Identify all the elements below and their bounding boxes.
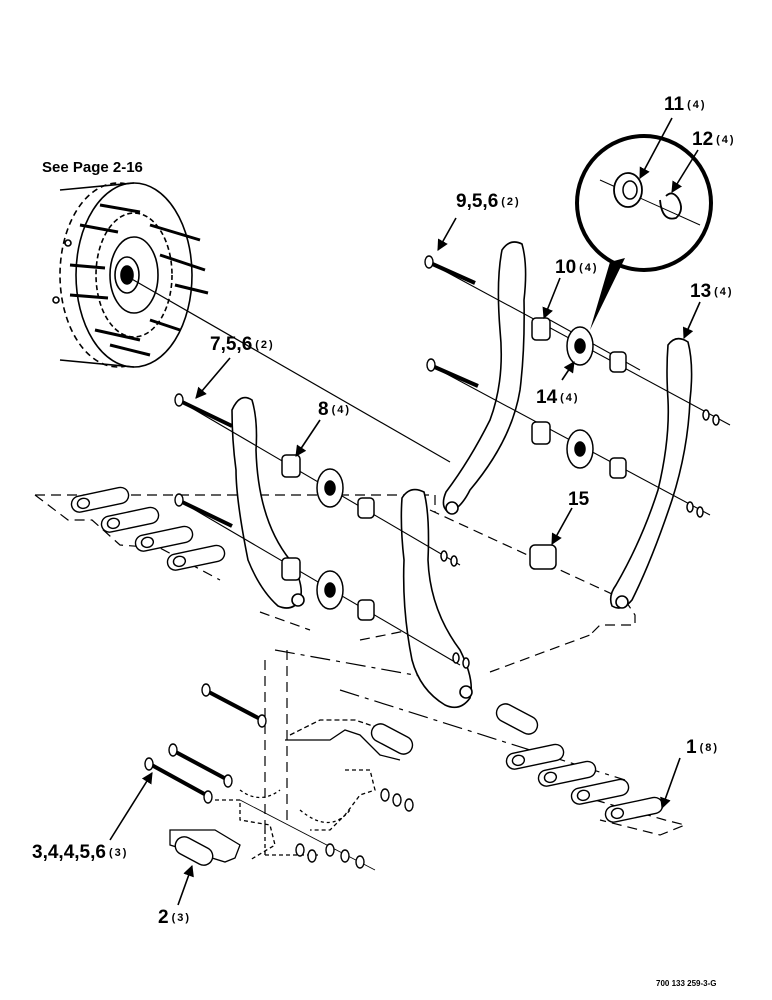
callout-8-qty: (4) [331,404,352,416]
figure-id: 700 133 259-3-G [656,979,717,988]
callout-15: 15 [568,490,589,509]
roller-shafts [177,261,731,666]
callout-13-qty: (4) [714,286,734,298]
tine-pads-left [70,486,226,571]
callout-7-5-6: 7,5,6(2) [210,335,275,354]
bracket-bolts [144,683,539,871]
callout-11: 11(4) [664,95,707,114]
callout-10-number: 10 [555,257,577,278]
hub-axis-line [129,277,451,463]
callout-8-number: 8 [318,399,329,420]
callout-10: 10(4) [555,258,599,277]
callout-12: 12(4) [692,130,736,149]
callout-7-5-6-qty: (2) [255,339,275,351]
callout-1-qty: (8) [699,742,720,754]
callout-11-number: 11 [664,94,685,115]
callout-10-qty: (4) [579,262,599,274]
callout-14: 14(4) [536,388,580,407]
callout-2-qty: (3) [171,912,192,924]
callout-8: 8(4) [318,400,351,419]
lower-bracket [169,719,401,863]
callout-3-4-4-5-6: 3,4,4,5,6(3) [32,843,128,862]
callout-1: 1(8) [686,738,719,757]
callout-12-number: 12 [692,129,714,150]
callout-14-number: 14 [536,387,558,408]
callout-3-4-4-5-6-qty: (3) [108,847,129,859]
callout-13: 13(4) [690,282,734,301]
hub-assembly [52,182,209,368]
tine-pads-right [505,743,664,823]
callout-9-5-6-qty: (2) [501,196,521,208]
callout-3-4-4-5-6-number: 3,4,4,5,6 [32,842,106,863]
callout-11-qty: (4) [687,99,707,111]
callout-14-qty: (4) [560,392,580,404]
callout-9-5-6: 9,5,6(2) [456,192,521,211]
callout-1-number: 1 [686,737,697,758]
callout-15-number: 15 [568,489,590,510]
cam-arms [231,241,693,709]
callout-9-5-6-number: 9,5,6 [456,191,499,212]
callout-leaders [109,117,701,906]
callout-2-number: 2 [158,907,169,928]
mounting-plates [34,494,687,836]
callout-2: 2(3) [158,908,191,927]
detail-bearing-circle [575,134,713,330]
callout-12-qty: (4) [716,134,736,146]
bolts-top [174,255,479,528]
spacers-and-rollers [281,317,720,669]
callout-7-5-6-number: 7,5,6 [210,334,253,355]
callout-13-number: 13 [690,281,712,302]
see-page-reference: See Page 2-16 [42,159,143,176]
